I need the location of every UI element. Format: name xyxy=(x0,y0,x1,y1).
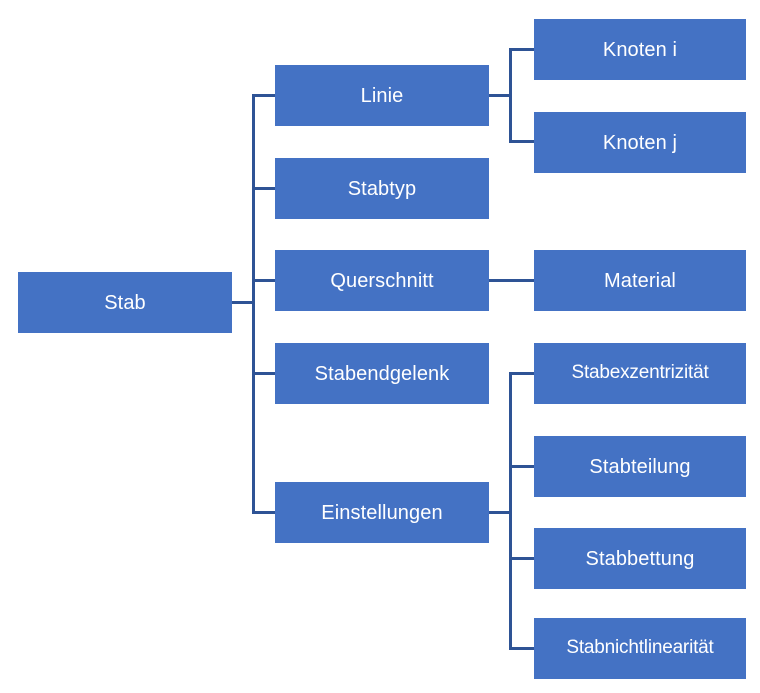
connector-knoten-trunk-to-knoten-j xyxy=(509,140,534,143)
connector-level1-trunk xyxy=(252,94,255,513)
connector-trunk-to-stabnichtlinearitaet xyxy=(509,647,534,650)
connector-trunk-to-querschnitt xyxy=(252,279,275,282)
node-stab[interactable]: Stab xyxy=(18,272,232,333)
connector-trunk-to-linie xyxy=(252,94,275,97)
node-querschnitt[interactable]: Querschnitt xyxy=(275,250,489,311)
node-material[interactable]: Material xyxy=(534,250,746,311)
node-knoten-i[interactable]: Knoten i xyxy=(534,19,746,80)
node-stabendgelenk[interactable]: Stabendgelenk xyxy=(275,343,489,404)
connector-stab-to-trunk xyxy=(232,301,255,304)
connector-querschnitt-to-material xyxy=(488,279,534,282)
node-stabteilung[interactable]: Stabteilung xyxy=(534,436,746,497)
connector-trunk-to-stabexzentrizitaet xyxy=(509,372,534,375)
connector-einstellungen-children-trunk xyxy=(509,372,512,650)
connector-trunk-to-stabtyp xyxy=(252,187,275,190)
connector-trunk-to-einstellungen xyxy=(252,511,275,514)
node-stabexzentrizitaet[interactable]: Stabexzentrizität xyxy=(534,343,746,404)
node-stabbettung[interactable]: Stabbettung xyxy=(534,528,746,589)
connector-linie-to-knoten-trunk xyxy=(488,94,511,97)
node-einstellungen[interactable]: Einstellungen xyxy=(275,482,489,543)
connector-einstellungen-to-trunk xyxy=(488,511,511,514)
node-linie[interactable]: Linie xyxy=(275,65,489,126)
node-knoten-j[interactable]: Knoten j xyxy=(534,112,746,173)
node-stabnichtlinearitaet[interactable]: Stabnichtlinearität xyxy=(534,618,746,679)
connector-trunk-to-stabendgelenk xyxy=(252,372,275,375)
connector-trunk-to-stabbettung xyxy=(509,557,534,560)
node-stabtyp[interactable]: Stabtyp xyxy=(275,158,489,219)
connector-knoten-trunk-to-knoten-i xyxy=(509,48,534,51)
connector-knoten-trunk xyxy=(509,48,512,143)
connector-trunk-to-stabteilung xyxy=(509,465,534,468)
